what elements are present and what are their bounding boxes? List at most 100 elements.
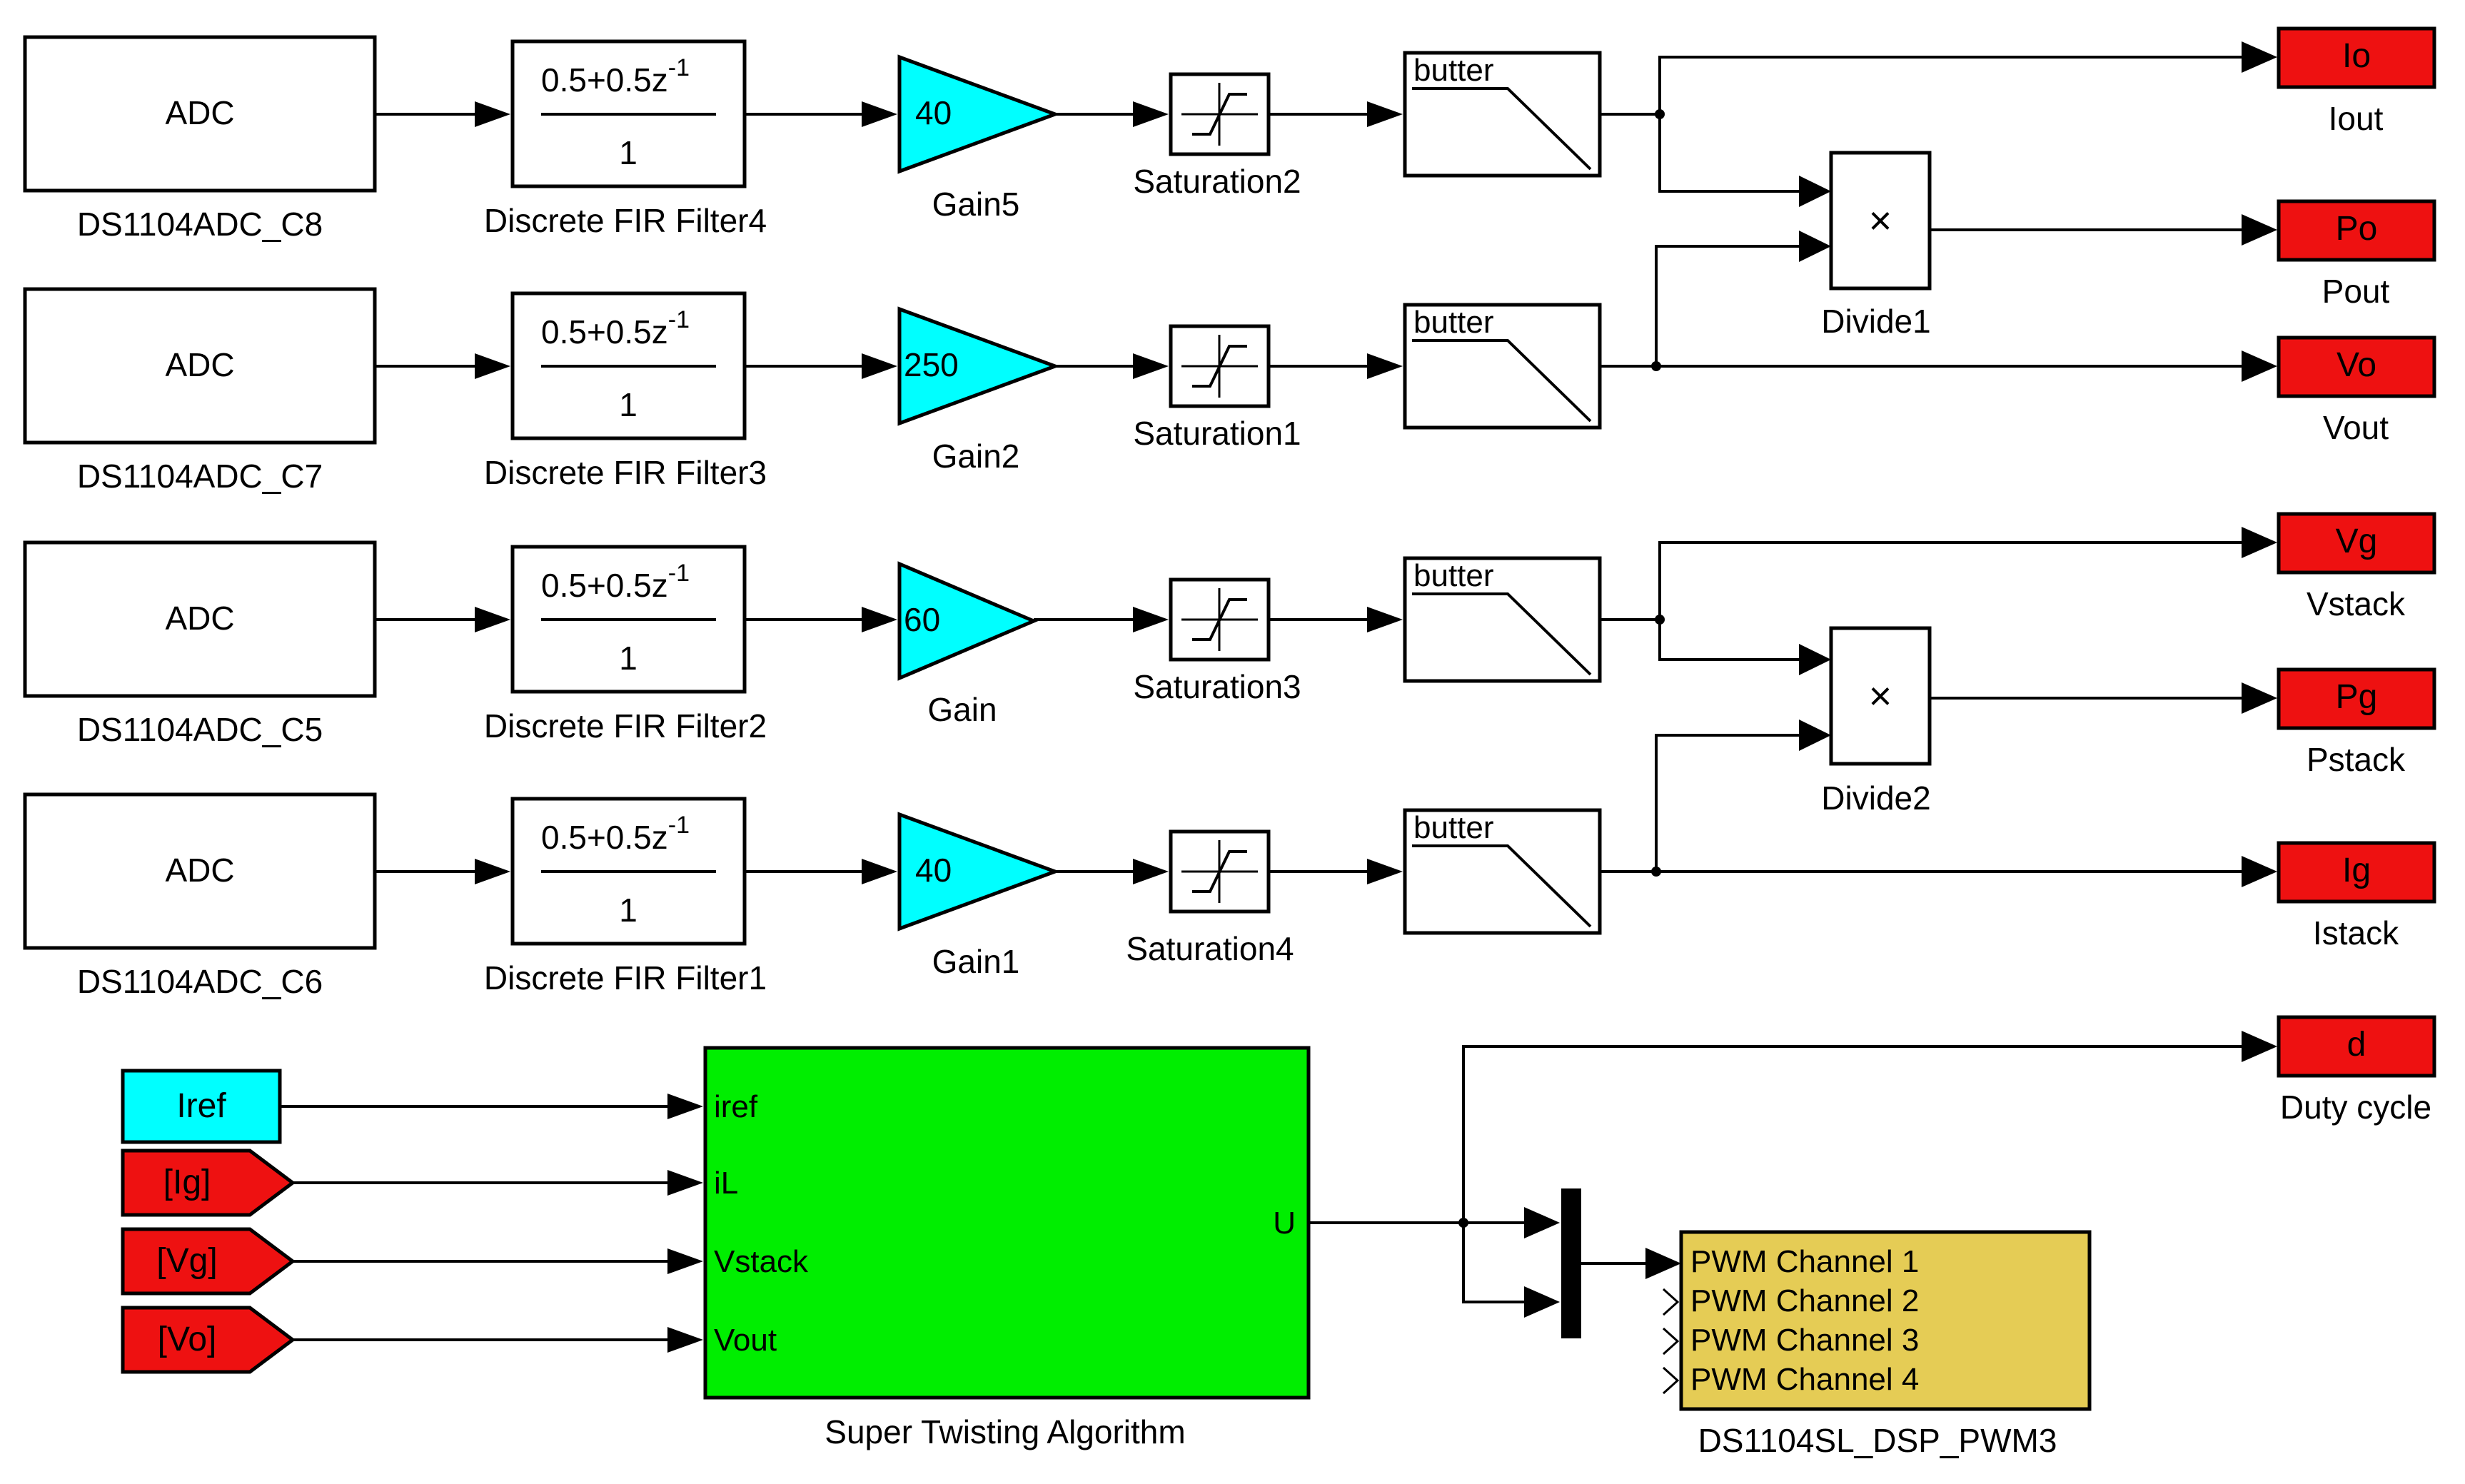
adc-block-text: ADC <box>165 346 234 383</box>
goto-tag: Pg <box>2336 678 2378 716</box>
goto-vg[interactable]: Vg Vstack <box>2277 512 2436 622</box>
adc-block[interactable] <box>23 35 377 193</box>
constant-iref[interactable]: Iref <box>121 1069 282 1144</box>
goto-label: Pstack <box>2307 741 2406 778</box>
gain-label: Gain <box>927 691 997 728</box>
goto-po[interactable]: Po Pout <box>2277 199 2436 310</box>
butterworth-filter-text: butter <box>1413 53 1494 88</box>
adc-block[interactable] <box>23 287 377 445</box>
goto-label: Istack <box>2313 914 2399 952</box>
super-twisting-subsystem[interactable]: iref iL Vstack Vout U Super Twisting Alg… <box>703 1046 1311 1450</box>
sta-input-wires <box>280 1094 703 1353</box>
fir-denominator: 1 <box>619 640 637 677</box>
goto-io[interactable]: Io Iout <box>2277 26 2436 137</box>
sta-port-vstack: Vstack <box>714 1244 809 1279</box>
fir-filter-label: Discrete FIR Filter2 <box>484 707 767 744</box>
sta-port-il: iL <box>714 1166 738 1201</box>
saturation-label: Saturation1 <box>1133 415 1301 452</box>
fir-numerator: 0.5+0.5z-1 <box>541 306 690 350</box>
goto-tag: Po <box>2336 210 2378 248</box>
mux-block[interactable] <box>1561 1188 1581 1338</box>
fir-denominator: 1 <box>619 386 637 423</box>
gain-value: 60 <box>904 601 940 638</box>
row-wires <box>375 101 1403 884</box>
fir-denominator: 1 <box>619 892 637 929</box>
goto-pg[interactable]: Pg Pstack <box>2277 667 2436 778</box>
signal-row-3: ADC DS1104ADC_C5 0.5+0.5z-1 1 Discrete F… <box>23 540 1602 748</box>
goto-label: Duty cycle <box>2280 1089 2431 1126</box>
lowpass-response-icon <box>1412 592 1592 676</box>
multiply-icon: × <box>1869 198 1892 243</box>
product-label: Divide2 <box>1821 779 1930 817</box>
goto-tag: Vo <box>2337 346 2376 384</box>
pwm-channel-3: PWM Channel 3 <box>1690 1323 1919 1358</box>
fir-numerator: 0.5+0.5z-1 <box>541 54 690 99</box>
sta-port-iref: iref <box>714 1089 758 1124</box>
sta-label: Super Twisting Algorithm <box>825 1413 1185 1450</box>
goto-label: Vstack <box>2307 585 2406 622</box>
adc-block[interactable] <box>23 540 377 698</box>
sta-port-vout: Vout <box>714 1323 777 1358</box>
adc-block-label: DS1104ADC_C5 <box>77 711 323 748</box>
butterworth-filter-block[interactable] <box>1403 51 1602 178</box>
pwm-channel-2: PWM Channel 2 <box>1690 1283 1919 1318</box>
adc-block-label: DS1104ADC_C8 <box>77 206 323 243</box>
pwm-channel-4: PWM Channel 4 <box>1690 1362 1919 1397</box>
goto-d[interactable]: d Duty cycle <box>2277 1015 2436 1126</box>
unconnected-port-icon <box>1662 1366 1680 1395</box>
gain-label: Gain1 <box>932 943 1020 980</box>
constant-text: Iref <box>176 1087 226 1125</box>
butterworth-filter-text: butter <box>1413 558 1494 593</box>
lowpass-response-icon <box>1412 844 1592 928</box>
saturation-label: Saturation2 <box>1133 163 1301 200</box>
saturation-label: Saturation3 <box>1133 668 1301 705</box>
gain-block[interactable] <box>897 54 1061 174</box>
adc-block-text: ADC <box>165 600 234 637</box>
from-vg[interactable]: [Vg] <box>121 1227 296 1296</box>
pwm-block[interactable]: PWM Channel 1 PWM Channel 2 PWM Channel … <box>1662 1230 2092 1459</box>
gain-value: 40 <box>915 852 952 889</box>
from-vo[interactable]: [Vo] <box>121 1306 296 1374</box>
adc-block-text: ADC <box>165 852 234 889</box>
goto-label: Iout <box>2329 100 2384 137</box>
lowpass-response-icon <box>1412 339 1592 423</box>
lowpass-response-icon <box>1412 87 1592 171</box>
goto-tag: Vg <box>2336 523 2378 560</box>
pwm-channel-1: PWM Channel 1 <box>1690 1244 1919 1279</box>
signal-row-1: ADC DS1104ADC_C8 0.5+0.5z-1 1 Discrete F… <box>23 35 1602 243</box>
multiply-icon: × <box>1869 673 1892 718</box>
from-tag: [Ig] <box>163 1164 211 1201</box>
gain-block[interactable] <box>897 561 1039 681</box>
goto-vo[interactable]: Vo Vout <box>2277 335 2436 446</box>
fir-denominator: 1 <box>619 134 637 171</box>
product-block-2[interactable]: × Divide2 <box>1821 626 1932 817</box>
sta-port-u: U <box>1273 1206 1296 1241</box>
pwm-label: DS1104SL_DSP_PWM3 <box>1698 1422 2057 1459</box>
unconnected-port-icon <box>1662 1327 1680 1356</box>
goto-ig[interactable]: Ig Istack <box>2277 841 2436 952</box>
goto-tag: Ig <box>2342 852 2371 889</box>
gain-block[interactable] <box>897 812 1061 932</box>
gain-value: 40 <box>915 94 952 131</box>
from-ig[interactable]: [Ig] <box>121 1149 296 1217</box>
from-tag: [Vo] <box>158 1321 217 1358</box>
fir-filter-label: Discrete FIR Filter1 <box>484 959 767 996</box>
adc-block-label: DS1104ADC_C7 <box>77 458 323 495</box>
u-output-wires <box>1309 1031 2277 1318</box>
goto-tag: d <box>2347 1026 2366 1064</box>
product-block-1[interactable]: × Divide1 <box>1821 151 1932 340</box>
gain-label: Gain2 <box>932 438 1020 475</box>
adc-block-text: ADC <box>165 94 234 131</box>
saturation-label: Saturation4 <box>1126 930 1294 967</box>
fir-filter-label: Discrete FIR Filter3 <box>484 454 767 491</box>
gain-block[interactable] <box>897 306 1061 426</box>
butterworth-filter-text: butter <box>1413 810 1494 845</box>
signal-row-4: ADC DS1104ADC_C6 0.5+0.5z-1 1 Discrete F… <box>23 792 1602 1000</box>
fir-filter-label: Discrete FIR Filter4 <box>484 202 767 239</box>
adc-block-label: DS1104ADC_C6 <box>77 963 323 1000</box>
adc-block[interactable] <box>23 792 377 950</box>
unconnected-port-icon <box>1662 1288 1680 1316</box>
fir-numerator: 0.5+0.5z-1 <box>541 812 690 856</box>
